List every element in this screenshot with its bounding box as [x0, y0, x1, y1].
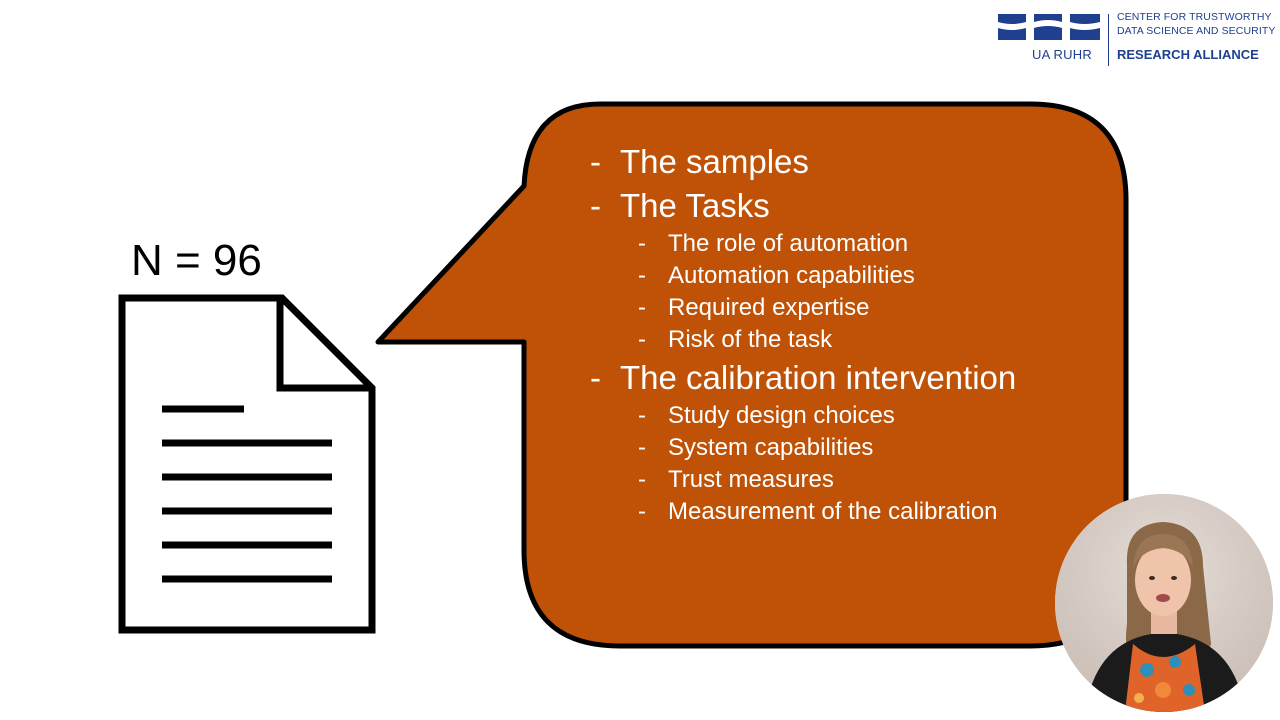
sample-count-label: N = 96 — [131, 236, 262, 285]
subtopic-study-design-choices: Study design choices — [588, 400, 1108, 432]
subtopic-trust-measures: Trust measures — [588, 464, 1108, 496]
document-icon — [118, 294, 376, 634]
ua-ruhr-logo: UA RUHR CENTER FOR TRUSTWORTHY DATA SCIE… — [996, 10, 1276, 70]
logo-line2: DATA SCIENCE AND SECURITY — [1117, 25, 1276, 37]
subtopic-role-of-automation: The role of automation — [588, 228, 1108, 260]
presenter-video — [1055, 494, 1273, 712]
topic-tasks: The Tasks — [588, 184, 1108, 228]
logo-ua-ruhr: UA RUHR — [1032, 47, 1092, 62]
topic-samples: The samples — [588, 140, 1108, 184]
bubble-content: The samples The Tasks The role of automa… — [588, 140, 1108, 528]
subtopic-system-capabilities: System capabilities — [588, 432, 1108, 464]
subtopic-automation-capabilities: Automation capabilities — [588, 260, 1108, 292]
logo-line1: CENTER FOR TRUSTWORTHY — [1117, 11, 1272, 23]
presenter-webcam — [1055, 494, 1273, 712]
logo-divider — [1108, 14, 1109, 66]
subtopic-risk-of-task: Risk of the task — [588, 324, 1108, 356]
logo-line3: RESEARCH ALLIANCE — [1117, 47, 1259, 62]
subtopic-required-expertise: Required expertise — [588, 292, 1108, 324]
subtopic-measurement-calibration: Measurement of the calibration — [588, 496, 1108, 528]
topic-calibration-intervention: The calibration intervention — [588, 356, 1108, 400]
logo-graphic — [998, 14, 1100, 40]
